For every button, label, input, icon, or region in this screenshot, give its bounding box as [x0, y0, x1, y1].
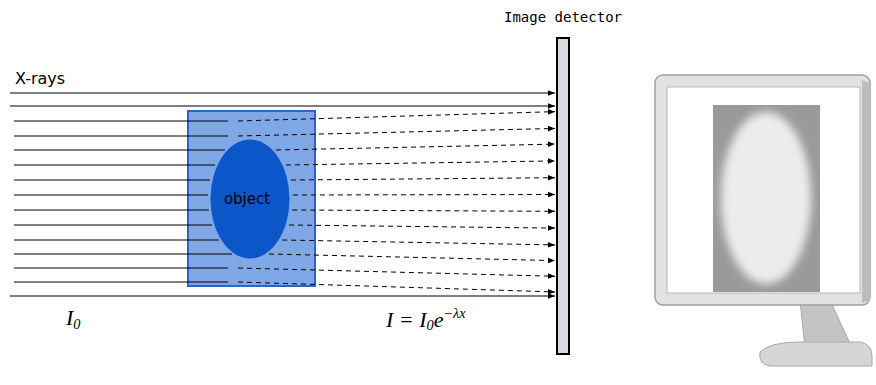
x-ray-beam [14, 121, 228, 122]
x-ray-beam [10, 93, 555, 94]
scattered-beam [238, 112, 555, 121]
x-ray-beam [14, 225, 212, 226]
detector-heading: Image detector [504, 9, 622, 25]
x-ray-beam [14, 136, 228, 137]
subscript: 0 [73, 316, 80, 332]
x-ray-beam [10, 296, 555, 297]
object-label: object [224, 190, 270, 208]
image-detector: Image detector [556, 37, 570, 355]
incident-intensity: I0 [66, 306, 80, 332]
monitor-screen [667, 87, 860, 293]
x-ray-beam [14, 210, 209, 211]
beam-label: X-rays [15, 70, 65, 88]
object-shadow-image [721, 112, 811, 284]
scattered-beam [286, 161, 555, 165]
formula-part: e [434, 307, 444, 332]
scattered-beam [276, 144, 555, 150]
x-ray-beam [14, 254, 232, 255]
formula-part: I [66, 305, 73, 330]
x-ray-beam [10, 106, 555, 107]
x-ray-beam [14, 195, 208, 196]
scattered-beam [238, 128, 555, 136]
x-ray-beams [10, 93, 555, 296]
object-ellipse: object [210, 139, 290, 259]
attenuation-formula: I = I0e−λx [386, 306, 466, 334]
scattered-beam [238, 268, 555, 276]
scattered-beam [269, 254, 555, 261]
x-ray-beam [14, 165, 215, 166]
object-shape [211, 140, 290, 259]
monitor-side [862, 80, 870, 303]
monitor [655, 75, 872, 366]
monitor-neck [800, 300, 852, 348]
scattered-beam [282, 240, 555, 245]
xray-image [713, 105, 820, 292]
scattered-beam [238, 282, 555, 292]
x-ray-beam [14, 180, 210, 181]
exponent: −λx [443, 305, 465, 321]
monitor-bezel [655, 75, 870, 305]
monitor-base [760, 342, 872, 366]
subscript: 0 [427, 317, 434, 333]
x-ray-beam [14, 240, 219, 241]
scattered-beam [289, 225, 555, 228]
x-ray-beam [14, 150, 225, 151]
scattered-beam [292, 210, 555, 211]
x-ray-beam [14, 268, 228, 269]
x-ray-beam [14, 282, 228, 283]
formula-part: I = I [386, 307, 427, 332]
medium-block [188, 111, 315, 286]
scattered-beam [293, 194, 555, 195]
scattered-beam [291, 178, 555, 180]
